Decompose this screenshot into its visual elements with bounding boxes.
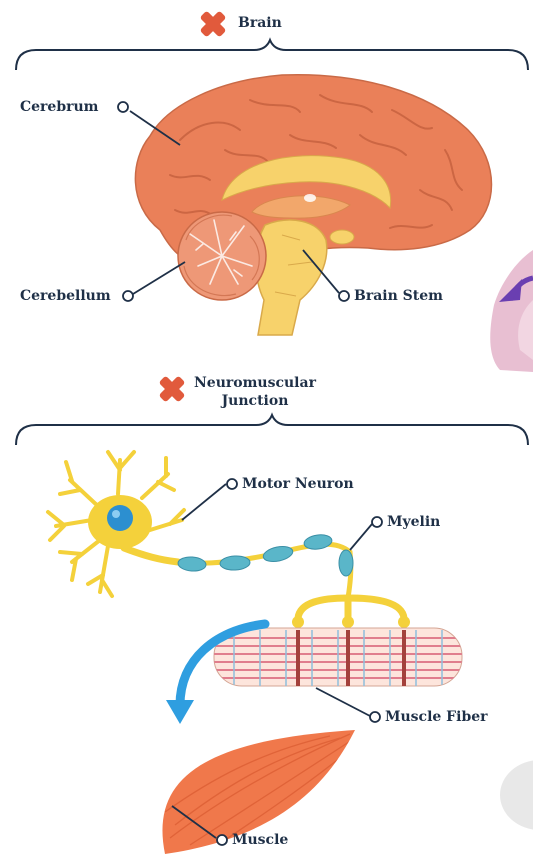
cerebellum-marker xyxy=(123,291,133,301)
flow-arrowhead xyxy=(166,700,194,724)
nmj-cross-icon xyxy=(159,376,186,403)
neuron-nucleus xyxy=(107,505,133,531)
brain-section-brace xyxy=(16,40,528,70)
muscle-fiber-illustration xyxy=(210,628,470,686)
muscle-marker xyxy=(217,835,227,845)
myelin-label: Myelin xyxy=(387,514,440,530)
cerebellum-leader xyxy=(133,262,185,294)
myelin-sheaths xyxy=(178,533,353,576)
brain-section-title: Brain xyxy=(238,15,282,31)
myelin-marker xyxy=(372,517,382,527)
brain-stem-label: Brain Stem xyxy=(354,288,443,304)
muscle-fiber-leader xyxy=(316,688,370,716)
motor-neuron-marker xyxy=(227,479,237,489)
axon xyxy=(176,544,351,598)
brain-cross-icon xyxy=(200,11,227,38)
muscle-fiber-label: Muscle Fiber xyxy=(385,709,488,725)
muscle-label: Muscle xyxy=(232,832,288,848)
axon-terminals xyxy=(298,598,404,618)
motor-neuron-illustration xyxy=(48,452,410,628)
nmj-section-brace xyxy=(16,415,528,445)
motor-neuron-leader xyxy=(182,484,226,520)
muscle-fiber-marker xyxy=(370,712,380,722)
partial-hand-illustration xyxy=(490,250,533,372)
motor-neuron-label: Motor Neuron xyxy=(242,476,354,492)
brain-stem-marker xyxy=(339,291,349,301)
nmj-section-title: Neuromuscular Junction xyxy=(194,374,316,410)
cerebrum-label: Cerebrum xyxy=(20,99,99,115)
background-blob xyxy=(500,760,533,830)
myelin-leader xyxy=(350,524,372,550)
cerebellum-label: Cerebellum xyxy=(20,288,111,304)
cerebrum-marker xyxy=(118,102,128,112)
